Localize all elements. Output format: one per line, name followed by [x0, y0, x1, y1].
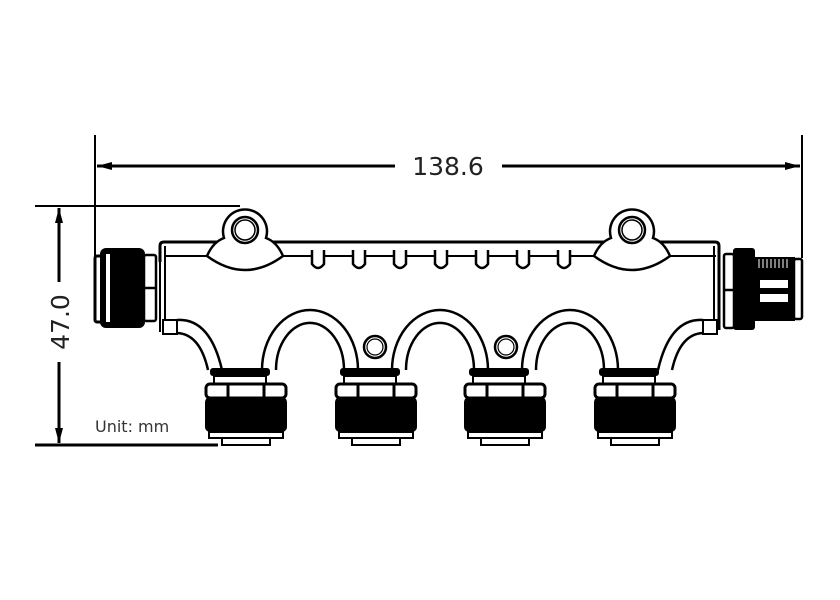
- hole-icon: [362, 334, 388, 360]
- height-dimension-label: 47.0: [46, 294, 75, 350]
- ribs: [310, 250, 572, 270]
- branch-connector-2: [334, 368, 418, 446]
- branch-connector-4: [593, 368, 677, 446]
- width-dimension: 138.6: [94, 135, 803, 258]
- unit-label: Unit: mm: [95, 417, 169, 436]
- branch-arches: [176, 308, 704, 371]
- right-connector: [722, 248, 804, 330]
- width-dimension-label: 138.6: [412, 152, 484, 181]
- mounting-ear-left: [205, 208, 285, 272]
- bottom-holes: [362, 334, 519, 360]
- branch-connector-3: [463, 368, 547, 446]
- branch-connector-1: [204, 368, 288, 446]
- height-dimension: 47.0: [35, 205, 240, 447]
- left-connector: [93, 248, 158, 328]
- hole-icon: [493, 334, 519, 360]
- mounting-ear-right: [592, 208, 672, 272]
